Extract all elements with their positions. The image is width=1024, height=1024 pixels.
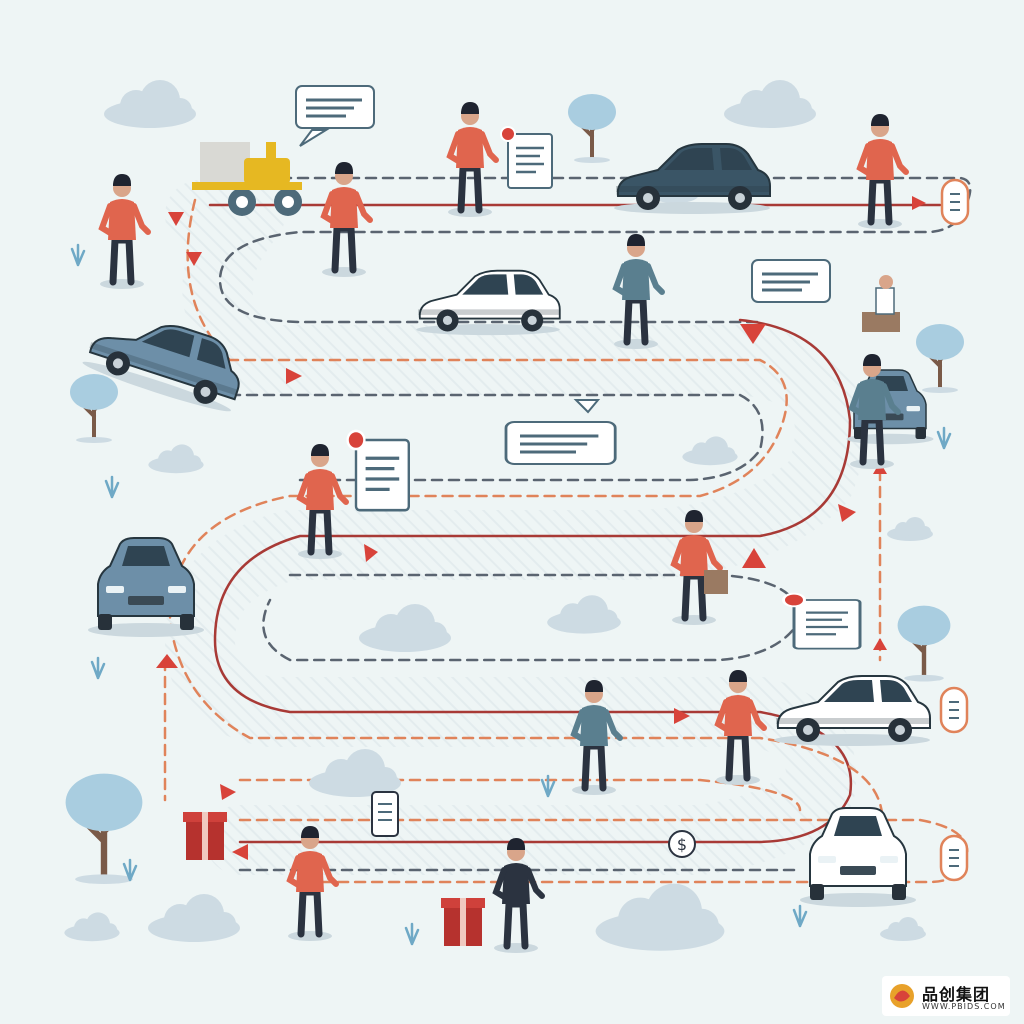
speech-bubble-icon (506, 422, 615, 464)
watermark-url: WWW.PBIDS.COM (922, 1002, 1006, 1011)
document-icon (345, 429, 411, 512)
arrow-down (186, 252, 202, 266)
arrow-right (674, 708, 690, 724)
speech-bubble-icon (294, 84, 376, 130)
bubble-tail (299, 129, 330, 147)
gift-box-icon (183, 812, 227, 860)
checkpoint-icon (939, 834, 969, 882)
arrow-left (232, 844, 248, 860)
arrow-down (740, 324, 766, 344)
watermark-title: 品创集团 (922, 985, 991, 1004)
briefcase-icon (704, 570, 728, 594)
arrow-right (838, 504, 856, 522)
arrow-right (912, 196, 926, 210)
document-icon (781, 591, 862, 651)
dollar-icon: $ (668, 830, 696, 858)
brand-logo-icon (890, 984, 914, 1008)
arrow-up (742, 548, 766, 568)
arrow-right (286, 368, 302, 384)
svg-text:$: $ (677, 835, 687, 854)
phone-icon (371, 791, 399, 837)
documents: $ (294, 84, 862, 858)
arrow-up (156, 654, 178, 668)
arrow-right (364, 544, 378, 562)
checkpoint-icon (939, 686, 969, 734)
tractor-icon (192, 142, 302, 216)
gift-boxes (183, 570, 728, 946)
document-icon (499, 125, 554, 190)
arrow-down (168, 212, 184, 226)
speech-bubble-icon (750, 258, 832, 304)
bubble-tail (573, 399, 601, 414)
checkpoint-icon (940, 178, 970, 226)
seated-person-icon (862, 275, 900, 332)
arrow-right (220, 784, 236, 800)
gift-box-icon (441, 898, 485, 946)
arrow-up (873, 638, 887, 650)
direction-arrows (156, 196, 926, 860)
watermark: 品创集团 WWW.PBIDS.COM (882, 976, 1010, 1016)
people (100, 102, 906, 953)
